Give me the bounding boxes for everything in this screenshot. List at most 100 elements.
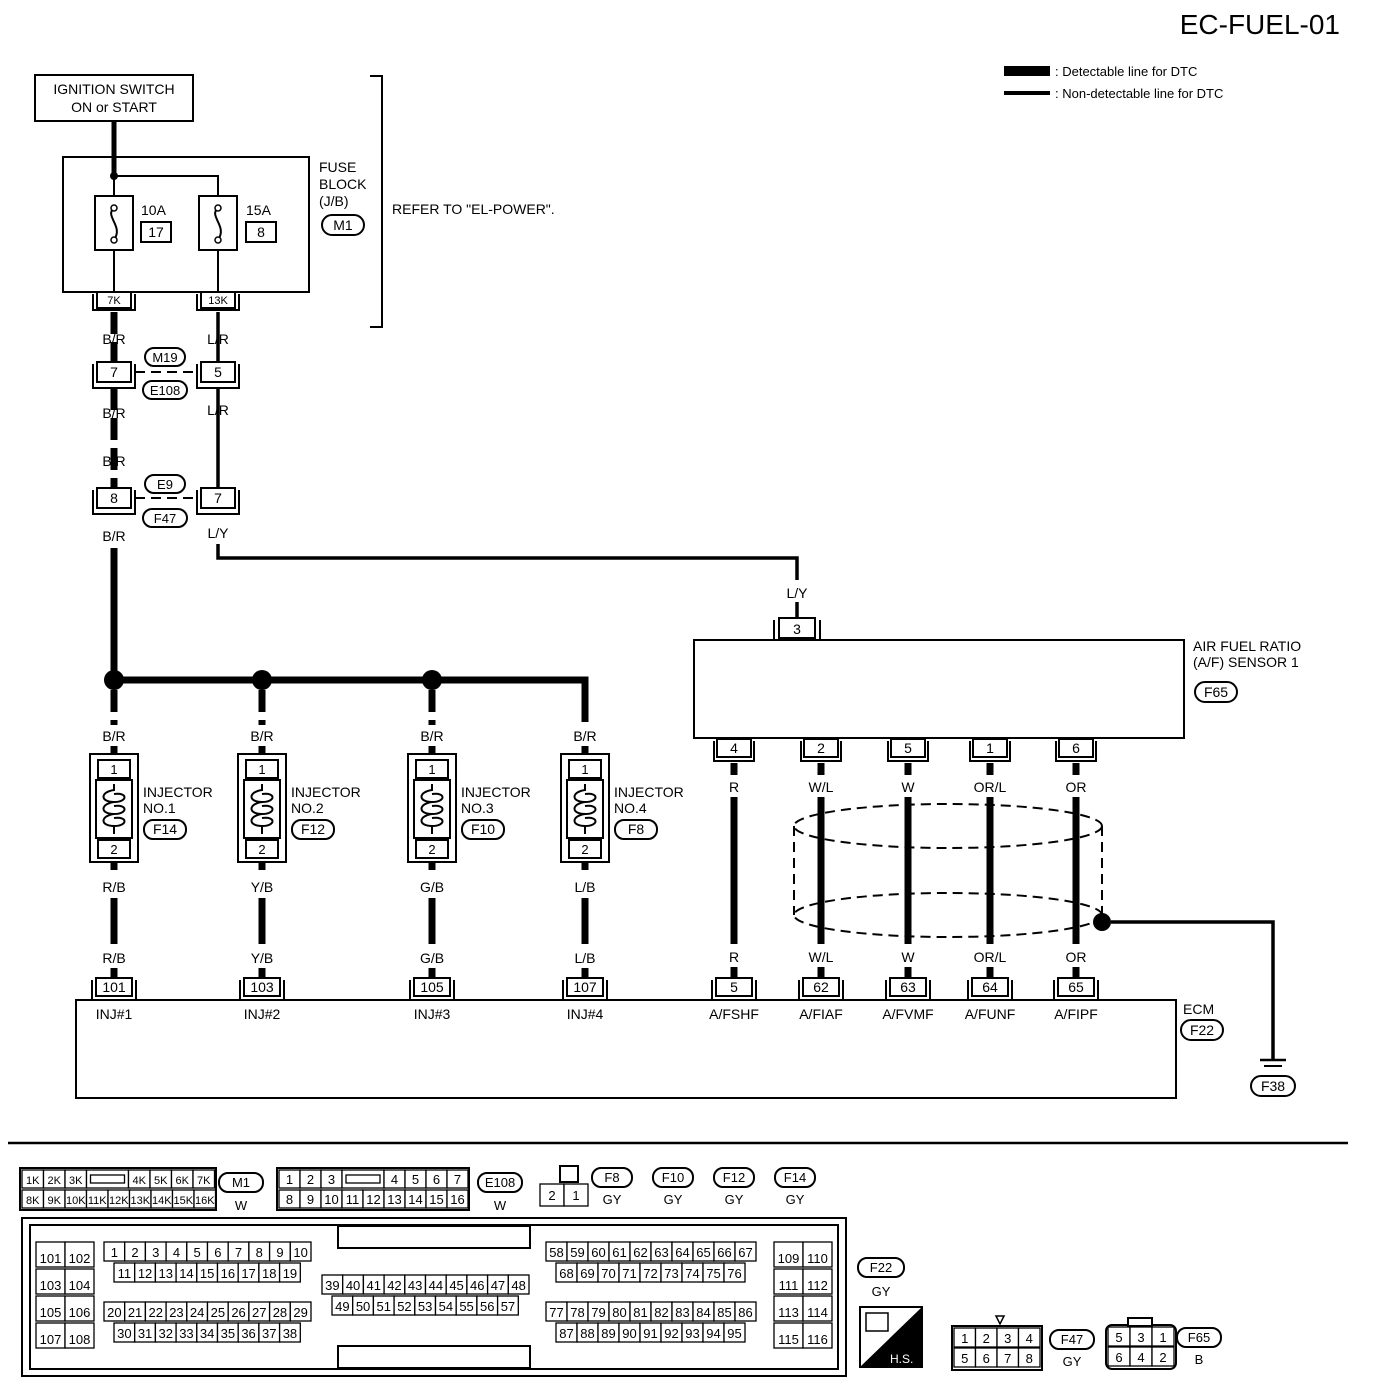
connector-view-injector: 2 1 (539, 1165, 589, 1207)
connector-view-f65-color: B (1195, 1352, 1204, 1367)
connector-pin: 3 (152, 1245, 159, 1260)
connector-pin: 114 (807, 1305, 828, 1320)
svg-text:M19: M19 (152, 350, 177, 365)
connector-pin: 116 (807, 1332, 828, 1347)
injector-1-number: NO.1 (143, 800, 176, 816)
connector-pin: 48 (511, 1278, 525, 1293)
connector-pin: 2 (131, 1245, 138, 1260)
connector-pin: 7K (197, 1175, 211, 1187)
connector-pin: 13 (387, 1192, 401, 1207)
connector-pin: 31 (138, 1326, 152, 1341)
ecm-terminal-name: A/FIAF (799, 1006, 843, 1022)
connector-pin: 7 (454, 1172, 461, 1187)
connector-pin: 15 (429, 1192, 443, 1207)
connector-pin: 20 (107, 1305, 121, 1320)
ecm-terminal-pin: 101 (102, 979, 126, 995)
connector-pin: 7 (235, 1245, 242, 1260)
injector-4-label: INJECTOR (614, 784, 684, 800)
connector-pin: 8 (286, 1192, 293, 1207)
injector-3-supply-wire: B/R (420, 728, 443, 744)
connector-pin: 53 (418, 1299, 432, 1314)
connector-pin: 15K (173, 1195, 193, 1207)
connector-pin: 14 (179, 1266, 193, 1281)
connector-pin: 14K (152, 1195, 172, 1207)
connector-pin: 13K (130, 1195, 150, 1207)
connector-pin: 2 (983, 1331, 990, 1346)
connector-pin: 8 (256, 1245, 263, 1260)
connector-pin: 6K (176, 1175, 190, 1187)
connector-view-e108-color: W (494, 1198, 507, 1213)
injector-1-label: INJECTOR (143, 784, 213, 800)
connector-view-f47-id: F47 (1061, 1332, 1083, 1347)
svg-text:7: 7 (214, 490, 222, 506)
connector-pin: 34 (200, 1326, 214, 1341)
connector-pin: 66 (717, 1245, 731, 1260)
injector-conn-id: F14 (784, 1170, 806, 1185)
af-sensor-pin-2: 2 (800, 738, 842, 762)
ecm-terminal-name: A/FUNF (965, 1006, 1016, 1022)
connector-pin: 107 (40, 1332, 62, 1347)
hs-badge-icon: H.S. (859, 1306, 923, 1368)
connector-pin: 56 (480, 1299, 494, 1314)
connector-pin: 92 (664, 1326, 678, 1341)
af-wire-top-4: R (729, 779, 739, 795)
connector-pin: 82 (654, 1305, 668, 1320)
connector-pin: 30 (117, 1326, 131, 1341)
connector-pin: 51 (377, 1299, 391, 1314)
af-sensor-output-5: 5W W (887, 738, 929, 978)
connector-view-f47-color: GY (1063, 1354, 1082, 1369)
af-wire-top-5: W (901, 779, 915, 795)
wire-ly-1: L/Y (207, 525, 229, 541)
injector-1-supply-wire: B/R (102, 728, 125, 744)
connector-pin: 5 (412, 1172, 419, 1187)
connector-pin: 54 (439, 1299, 453, 1314)
injector-3-number: NO.3 (461, 800, 494, 816)
ignition-switch-label: IGNITION SWITCH (53, 81, 174, 97)
connector-pin: 6 (433, 1172, 440, 1187)
connector-pin: 5K (154, 1175, 168, 1187)
connector-pin: 16K (195, 1195, 215, 1207)
connector-pin: 43 (408, 1278, 422, 1293)
injector-conn-color: GY (786, 1192, 805, 1207)
connector-pin: 65 (696, 1245, 710, 1260)
connector-pin: 28 (273, 1305, 287, 1320)
injector-4-ecm-wire: L/B (574, 950, 595, 966)
fuse-block-label-3: (J/B) (319, 193, 349, 209)
connector-pin: 76 (727, 1266, 741, 1281)
wire-br-3: B/R (102, 453, 125, 469)
injector-2-ecm-wire: Y/B (251, 950, 274, 966)
af-sensor-pin-6-number: 6 (1072, 740, 1080, 756)
ecm-terminal-name: INJ#1 (96, 1006, 133, 1022)
wire-lr-2: L/R (207, 402, 229, 418)
connector-pin: 4 (1137, 1350, 1144, 1365)
ecm-terminal-name: INJ#4 (567, 1006, 604, 1022)
connector-pin: 11 (118, 1266, 132, 1281)
af-wire-bottom-5: W (901, 949, 915, 965)
connector-pin: 12 (138, 1266, 152, 1281)
ground-symbol-icon (1260, 1058, 1286, 1067)
connector-pin: 12K (109, 1195, 129, 1207)
f22-key-top (337, 1225, 531, 1249)
terminal-7k: 7K (92, 291, 136, 311)
connector-pin: 64 (675, 1245, 689, 1260)
connector-pin: 2K (48, 1175, 62, 1187)
injector-2-connector: F12 (301, 821, 325, 837)
af-sensor-pin-5: 5 (887, 738, 929, 762)
af-wire-top-6: OR (1066, 779, 1087, 795)
connector-pin: 39 (325, 1278, 339, 1293)
connector-pin: 29 (293, 1305, 307, 1320)
ecm-label: ECM (1183, 1001, 1214, 1017)
hs-label: H.S. (890, 1352, 913, 1366)
injector-3-pin-top: 1 (428, 762, 435, 777)
wire-lr-1: L/R (207, 331, 229, 347)
ecm-terminal-name: A/FSHF (709, 1006, 759, 1022)
wire-br-2: B/R (102, 405, 125, 421)
svg-text:1: 1 (572, 1188, 579, 1203)
ecm-terminal-name: INJ#2 (244, 1006, 281, 1022)
connector-pin: 95 (727, 1326, 741, 1341)
connector-pin: 46 (470, 1278, 484, 1293)
